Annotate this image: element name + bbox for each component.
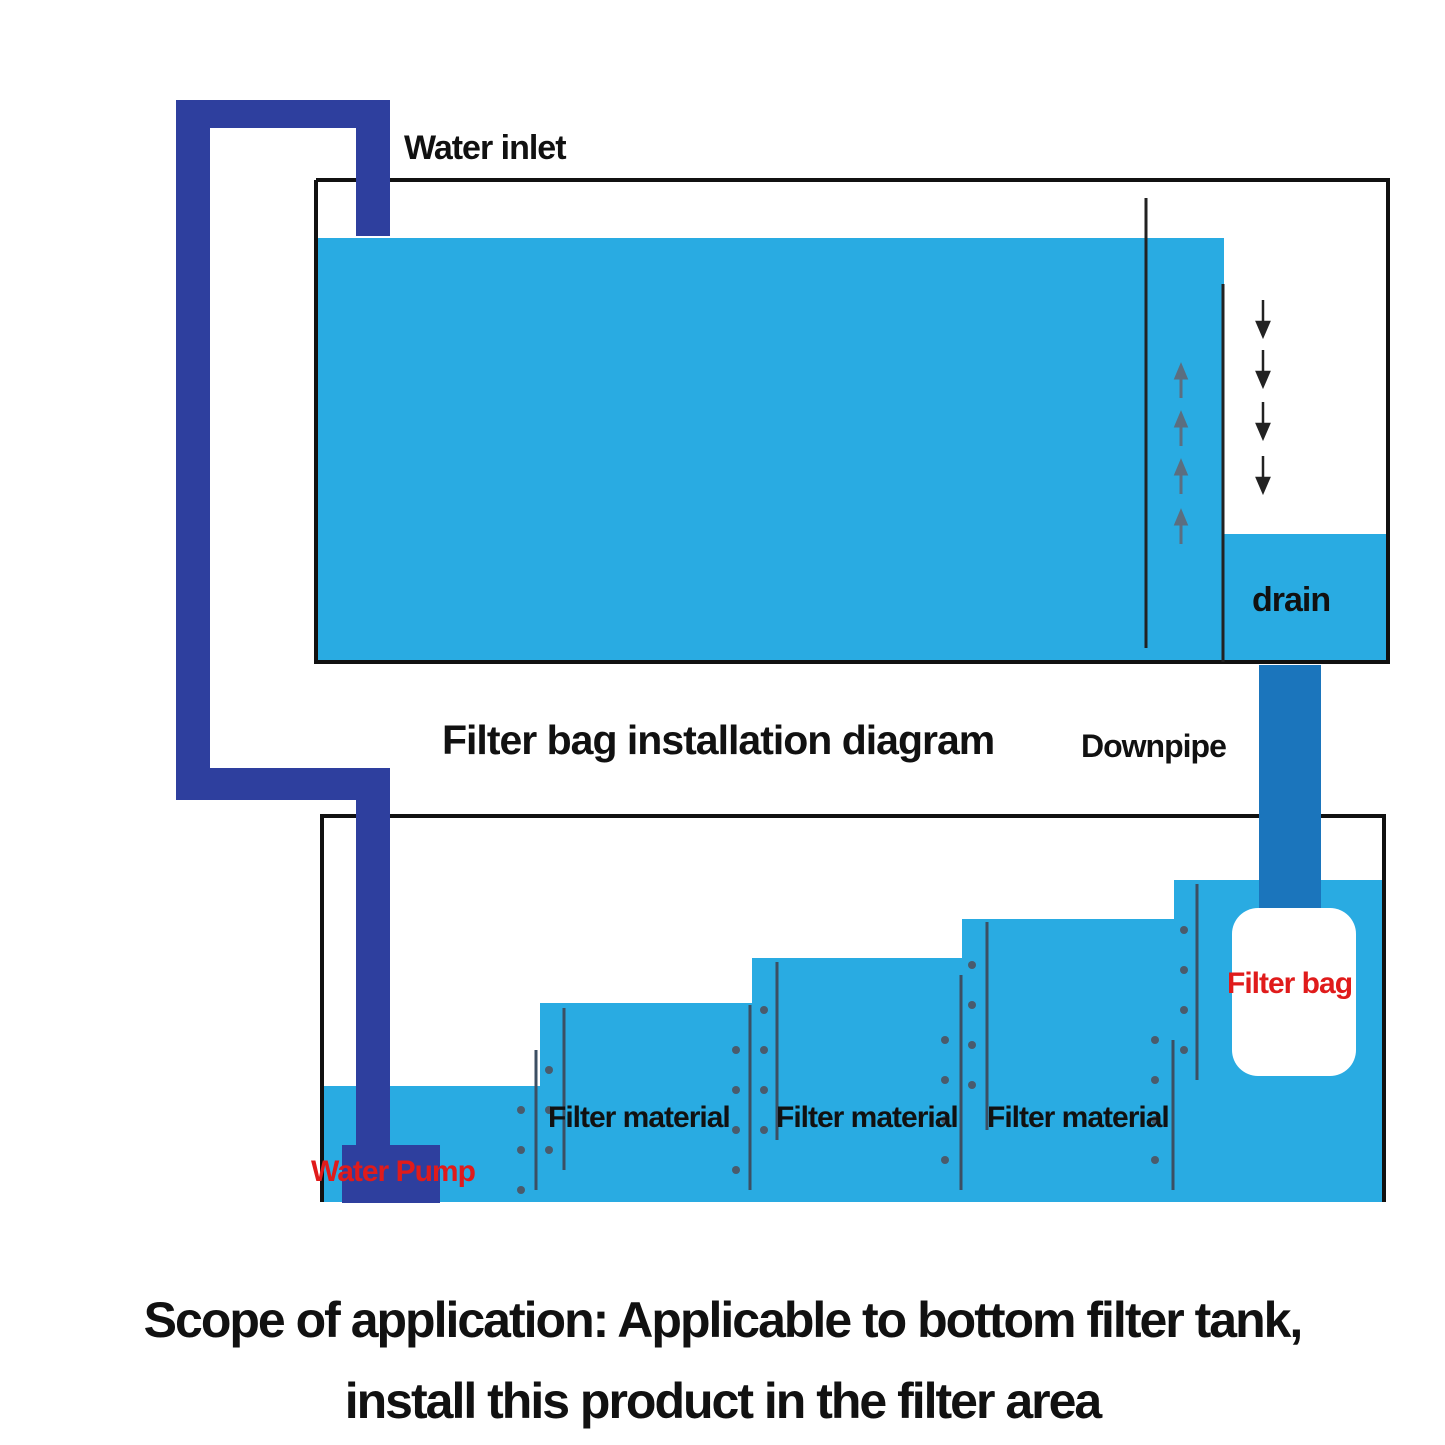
overflow-water bbox=[1224, 534, 1388, 662]
sump-outline bbox=[320, 814, 1386, 1202]
upper-tank bbox=[314, 178, 1390, 664]
water-pump-body bbox=[342, 1145, 440, 1203]
up-arrow-icon bbox=[1173, 362, 1189, 398]
filter-stage-3 bbox=[962, 919, 1174, 1202]
filter-bag-label: Filter bag bbox=[1227, 967, 1352, 1000]
up-arrow-icon bbox=[1173, 508, 1189, 544]
down-arrow-icon bbox=[1255, 456, 1271, 496]
filter-stage-1 bbox=[540, 1003, 752, 1202]
caption-line-2: install this product in the filter area bbox=[344, 1373, 1102, 1429]
down-arrow-icon bbox=[1255, 402, 1271, 442]
filter-material-label: Filter material bbox=[987, 1101, 1169, 1134]
downpipe bbox=[1259, 665, 1321, 915]
upper-tank-outline bbox=[314, 178, 1390, 664]
water-inlet-label: Water inlet bbox=[404, 129, 566, 167]
upper-tank-water bbox=[316, 238, 1224, 662]
filter-material-label: Filter material bbox=[776, 1101, 958, 1134]
water-pump-label: Water Pump bbox=[311, 1155, 476, 1188]
diagram-title: Filter bag installation diagram bbox=[442, 717, 994, 763]
filter-stage-2 bbox=[752, 958, 962, 1202]
sump-tank bbox=[320, 814, 1386, 1202]
flow-dots bbox=[517, 926, 1188, 1194]
caption-line-1: Scope of application: Applicable to bott… bbox=[143, 1292, 1304, 1348]
downpipe-label: Downpipe bbox=[1081, 728, 1226, 764]
down-arrows bbox=[1255, 300, 1271, 496]
down-arrow-icon bbox=[1255, 350, 1271, 390]
downpipe-assembly bbox=[1232, 665, 1356, 1076]
sump-baffles bbox=[534, 884, 1199, 1190]
up-arrow-icon bbox=[1173, 410, 1189, 446]
drain-label: drain bbox=[1252, 581, 1330, 619]
down-arrow-icon bbox=[1255, 300, 1271, 340]
filter-material-label: Filter material bbox=[548, 1101, 730, 1134]
filter-bag bbox=[1232, 908, 1356, 1076]
up-arrow-icon bbox=[1173, 458, 1189, 494]
up-arrows bbox=[1173, 362, 1189, 544]
return-pipe bbox=[176, 100, 440, 1203]
return-pipe-body bbox=[176, 100, 390, 1150]
